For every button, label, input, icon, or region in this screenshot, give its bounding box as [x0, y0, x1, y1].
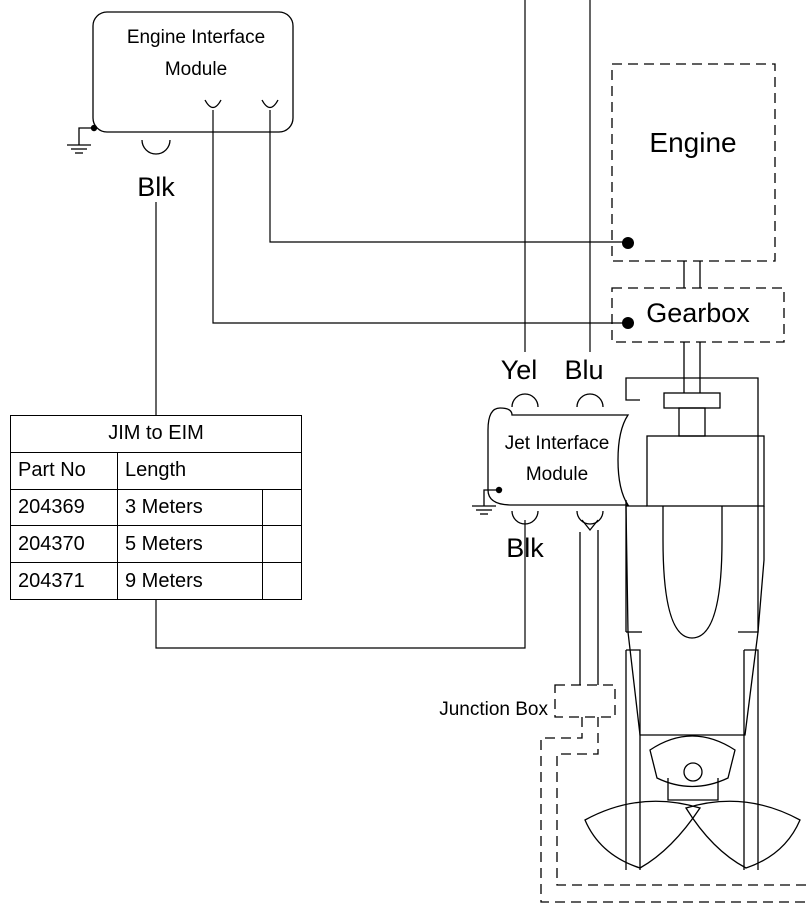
jim-to-junction-cable [579, 519, 599, 685]
wire-eim-to-gearbox [212, 110, 631, 324]
dashed-cable-outer [540, 717, 811, 903]
jim-connector-blu [576, 393, 604, 408]
dashed-cable-inner [556, 717, 811, 886]
jim-ground-icon [472, 486, 503, 515]
jim-connector-bottom-right [576, 510, 604, 525]
waterjet-unit [584, 377, 801, 870]
engine-terminal [622, 237, 634, 249]
table-cell-length: 9 Meters [117, 562, 263, 600]
gearbox: Gearbox [611, 287, 785, 343]
table-cell-length: 3 Meters [117, 488, 263, 527]
table-cell-blank [261, 525, 303, 564]
table-cell-part-no: 204370 [10, 525, 118, 564]
gearbox-label: Gearbox [646, 298, 750, 328]
table-cell-part-no: 204371 [10, 562, 118, 600]
eim-connector-color-label: Blk [137, 172, 175, 202]
table-cell-length: 5 Meters [117, 525, 263, 564]
eim-ground-icon [67, 124, 98, 154]
eim-connector-a [204, 99, 222, 109]
eim-connector-blk [141, 139, 171, 155]
table-row: 204370 5 Meters [10, 525, 303, 564]
table-cell-part-no: 204369 [10, 488, 118, 527]
eim-label-line2: Module [165, 59, 227, 80]
jet-interface-module: Jet Interface Module Yel Blu Blk [487, 355, 630, 563]
engine-label: Engine [649, 127, 736, 158]
eim-label-line1: Engine Interface [127, 27, 265, 48]
jim-blk-label: Blk [506, 533, 544, 563]
table-title: JIM to EIM [9, 415, 303, 453]
jim-yel-label: Yel [501, 355, 538, 385]
jim-connector-blk [511, 510, 539, 525]
cable-part-table: JIM to EIM Part No Length 204369 3 Meter… [9, 415, 303, 600]
junction-box-label: Junction Box [439, 699, 548, 720]
engine: Engine [611, 63, 776, 262]
table-row: 204369 3 Meters [10, 488, 303, 527]
jim-label-line1: Jet Interface [505, 433, 610, 454]
engine-interface-module: Engine Interface Module Blk [92, 11, 294, 202]
gearbox-terminal [622, 317, 634, 329]
table-cell-blank [261, 562, 303, 600]
eim-connector-b [261, 99, 279, 109]
table-cell-blank [261, 488, 303, 527]
table-header-part-no: Part No [10, 451, 118, 490]
wire-eim-to-engine [269, 110, 631, 243]
table-row: 204371 9 Meters [10, 562, 303, 600]
jim-label-line2: Module [526, 464, 588, 485]
junction-box: Junction Box [439, 684, 616, 720]
jim-blu-label: Blu [564, 355, 603, 385]
table-header-length: Length [116, 451, 303, 490]
wire-table-to-jim-blk [155, 520, 526, 649]
jim-connector-yel [511, 393, 539, 408]
